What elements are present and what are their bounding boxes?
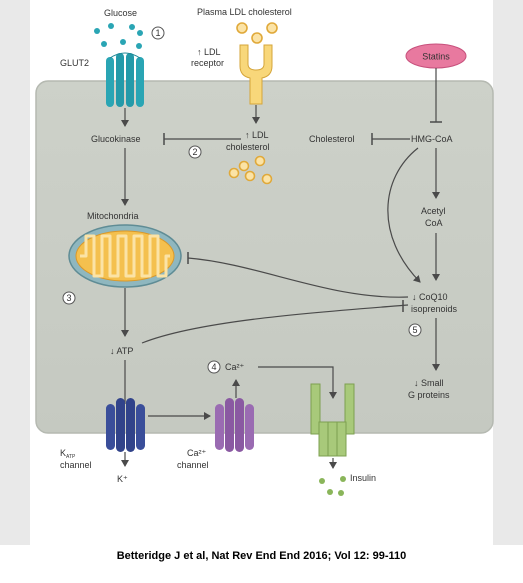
citation-text: Betteridge J et al, Nat Rev End End 2016… bbox=[116, 550, 407, 562]
coq10-line2: isoprenoids bbox=[411, 304, 458, 314]
ca-channel-line2: channel bbox=[177, 460, 209, 470]
left-margin bbox=[0, 0, 30, 545]
ldl-chol-line1: ↑ LDL bbox=[245, 130, 269, 140]
ldl-particles bbox=[236, 22, 278, 44]
glucose-label: Glucose bbox=[104, 8, 137, 18]
ldl-receptor-line1: ↑ LDL bbox=[197, 47, 221, 57]
katp-channel bbox=[106, 398, 145, 452]
insulin-label: Insulin bbox=[350, 473, 376, 483]
step-5-number: 5 bbox=[412, 325, 417, 335]
ca-channel bbox=[215, 398, 254, 452]
ca-channel-line1: Ca²⁺ bbox=[187, 448, 207, 458]
cholesterol-label: Cholesterol bbox=[309, 134, 355, 144]
coq10-inhibit-atp-line bbox=[141, 304, 409, 344]
hmg-to-coq10-curve bbox=[387, 147, 421, 283]
atp-label: ↓ ATP bbox=[110, 346, 133, 356]
katp-k-subscript: ATP bbox=[66, 454, 76, 460]
step-2-marker: 2 bbox=[188, 145, 202, 159]
plasma-ldl-label: Plasma LDL cholesterol bbox=[197, 7, 292, 17]
step-4-number: 4 bbox=[211, 362, 216, 372]
small-g-line2: G proteins bbox=[408, 390, 450, 400]
step-3-number: 3 bbox=[66, 293, 71, 303]
step-3-marker: 3 bbox=[62, 291, 76, 305]
ldl-cholesterol-particles bbox=[228, 155, 273, 185]
ldl-receptor bbox=[239, 44, 273, 105]
step-5-marker: 5 bbox=[408, 323, 422, 337]
step-4-marker: 4 bbox=[207, 360, 221, 374]
k-plus-label: K⁺ bbox=[117, 474, 128, 484]
katp-k: KATP bbox=[60, 448, 76, 460]
ldl-receptor-line2: receptor bbox=[191, 58, 224, 68]
coq10-line1: ↓ CoQ10 bbox=[412, 292, 448, 302]
glucose-molecules bbox=[94, 23, 143, 49]
acetyl-line2: CoA bbox=[425, 218, 443, 228]
glut2-transporter bbox=[106, 52, 144, 107]
katp-k-letter: K bbox=[60, 448, 66, 458]
ca-to-insulin-arrow bbox=[258, 366, 337, 399]
statins-label: Statins bbox=[422, 52, 450, 62]
ldl-chol-line2: cholesterol bbox=[226, 142, 270, 152]
step-2-number: 2 bbox=[192, 147, 197, 157]
hmg-coa-label: HMG-CoA bbox=[411, 134, 453, 144]
beta-cell bbox=[35, 80, 494, 434]
katp-channel-label: channel bbox=[60, 460, 92, 470]
acetyl-line1: Acetyl bbox=[421, 206, 446, 216]
mitochondrion bbox=[68, 224, 182, 288]
ca-top-label: Ca²⁺ bbox=[225, 362, 245, 372]
coq10-inhibit-mito-line bbox=[187, 257, 409, 298]
step-1-number: 1 bbox=[155, 28, 160, 38]
glut2-label: GLUT2 bbox=[60, 58, 89, 68]
statins-oval: Statins bbox=[405, 43, 467, 69]
glucokinase-label: Glucokinase bbox=[91, 134, 141, 144]
right-margin bbox=[493, 0, 523, 545]
small-g-line1: ↓ Small bbox=[414, 378, 444, 388]
mitochondria-label: Mitochondria bbox=[87, 211, 139, 221]
insulin-exocytosis bbox=[310, 383, 355, 457]
insulin-molecules bbox=[319, 476, 346, 496]
step-1-marker: 1 bbox=[151, 26, 165, 40]
